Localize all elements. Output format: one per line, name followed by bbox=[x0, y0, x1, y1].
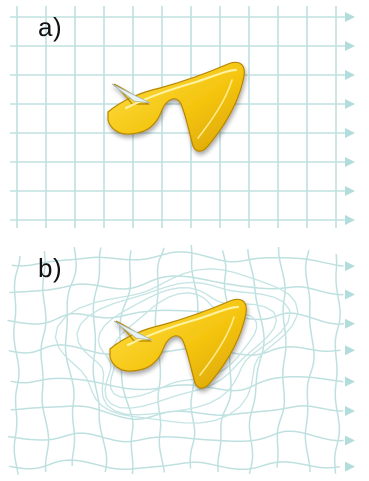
arrowhead-icon bbox=[345, 406, 355, 417]
grid-lines bbox=[7, 245, 345, 475]
grid-arrowheads bbox=[345, 261, 355, 472]
panel-b-canvas bbox=[7, 245, 355, 475]
grid-line-vertical bbox=[154, 247, 166, 473]
arrowhead-icon bbox=[345, 289, 355, 300]
grid-line-horizontal bbox=[7, 430, 344, 443]
object-spike bbox=[113, 320, 153, 341]
grid-line-horizontal bbox=[9, 275, 344, 296]
arrowhead-icon bbox=[345, 186, 355, 196]
object-inner-rim bbox=[197, 79, 233, 139]
grid-line-horizontal bbox=[10, 376, 344, 392]
contour-ring bbox=[109, 292, 258, 399]
grid-lines bbox=[10, 6, 345, 228]
arrowhead-icon bbox=[345, 99, 355, 109]
arrowhead-icon bbox=[345, 215, 355, 225]
grid-line-vertical bbox=[276, 247, 287, 468]
panel-b-label: b) bbox=[38, 253, 63, 283]
grid-line-horizontal bbox=[11, 251, 344, 267]
arrowhead-icon bbox=[345, 41, 355, 51]
grid-line-vertical bbox=[247, 249, 265, 474]
grid-line-vertical bbox=[217, 250, 232, 472]
grid-line-vertical bbox=[13, 255, 21, 475]
contour-rings bbox=[54, 268, 299, 424]
object-inner-rim bbox=[199, 316, 235, 376]
arrowhead-icon bbox=[345, 128, 355, 138]
arrowhead-icon bbox=[345, 157, 355, 167]
object-spike bbox=[111, 83, 151, 104]
arrowhead-icon bbox=[345, 318, 355, 329]
arrowhead-icon bbox=[345, 376, 355, 387]
arrowhead-icon bbox=[345, 70, 355, 80]
arrowhead-icon bbox=[345, 261, 355, 272]
panel-a-regular-grid: a) bbox=[0, 0, 369, 234]
contour-ring bbox=[54, 268, 299, 424]
yellow-object bbox=[109, 298, 247, 389]
panel-a-canvas bbox=[10, 6, 355, 228]
panel-b-deformed-grid: b) bbox=[0, 245, 369, 479]
arrowhead-icon bbox=[345, 461, 355, 472]
arrowhead-icon bbox=[345, 435, 355, 446]
grid-line-vertical bbox=[333, 253, 341, 474]
grid-line-horizontal bbox=[8, 344, 341, 356]
contour-ring bbox=[76, 281, 291, 416]
panel-a-label: a) bbox=[38, 12, 63, 42]
contour-ring bbox=[97, 287, 278, 409]
grid-line-horizontal bbox=[10, 405, 344, 420]
grid-line-vertical bbox=[92, 247, 108, 473]
grid-line-vertical bbox=[40, 250, 50, 473]
arrowhead-icon bbox=[345, 345, 355, 356]
grid-line-horizontal bbox=[9, 459, 341, 471]
grid-line-vertical bbox=[64, 246, 77, 466]
grid-line-vertical bbox=[304, 250, 315, 473]
yellow-object bbox=[107, 61, 245, 152]
grid-arrowheads bbox=[345, 12, 355, 225]
arrowhead-icon bbox=[345, 12, 355, 22]
